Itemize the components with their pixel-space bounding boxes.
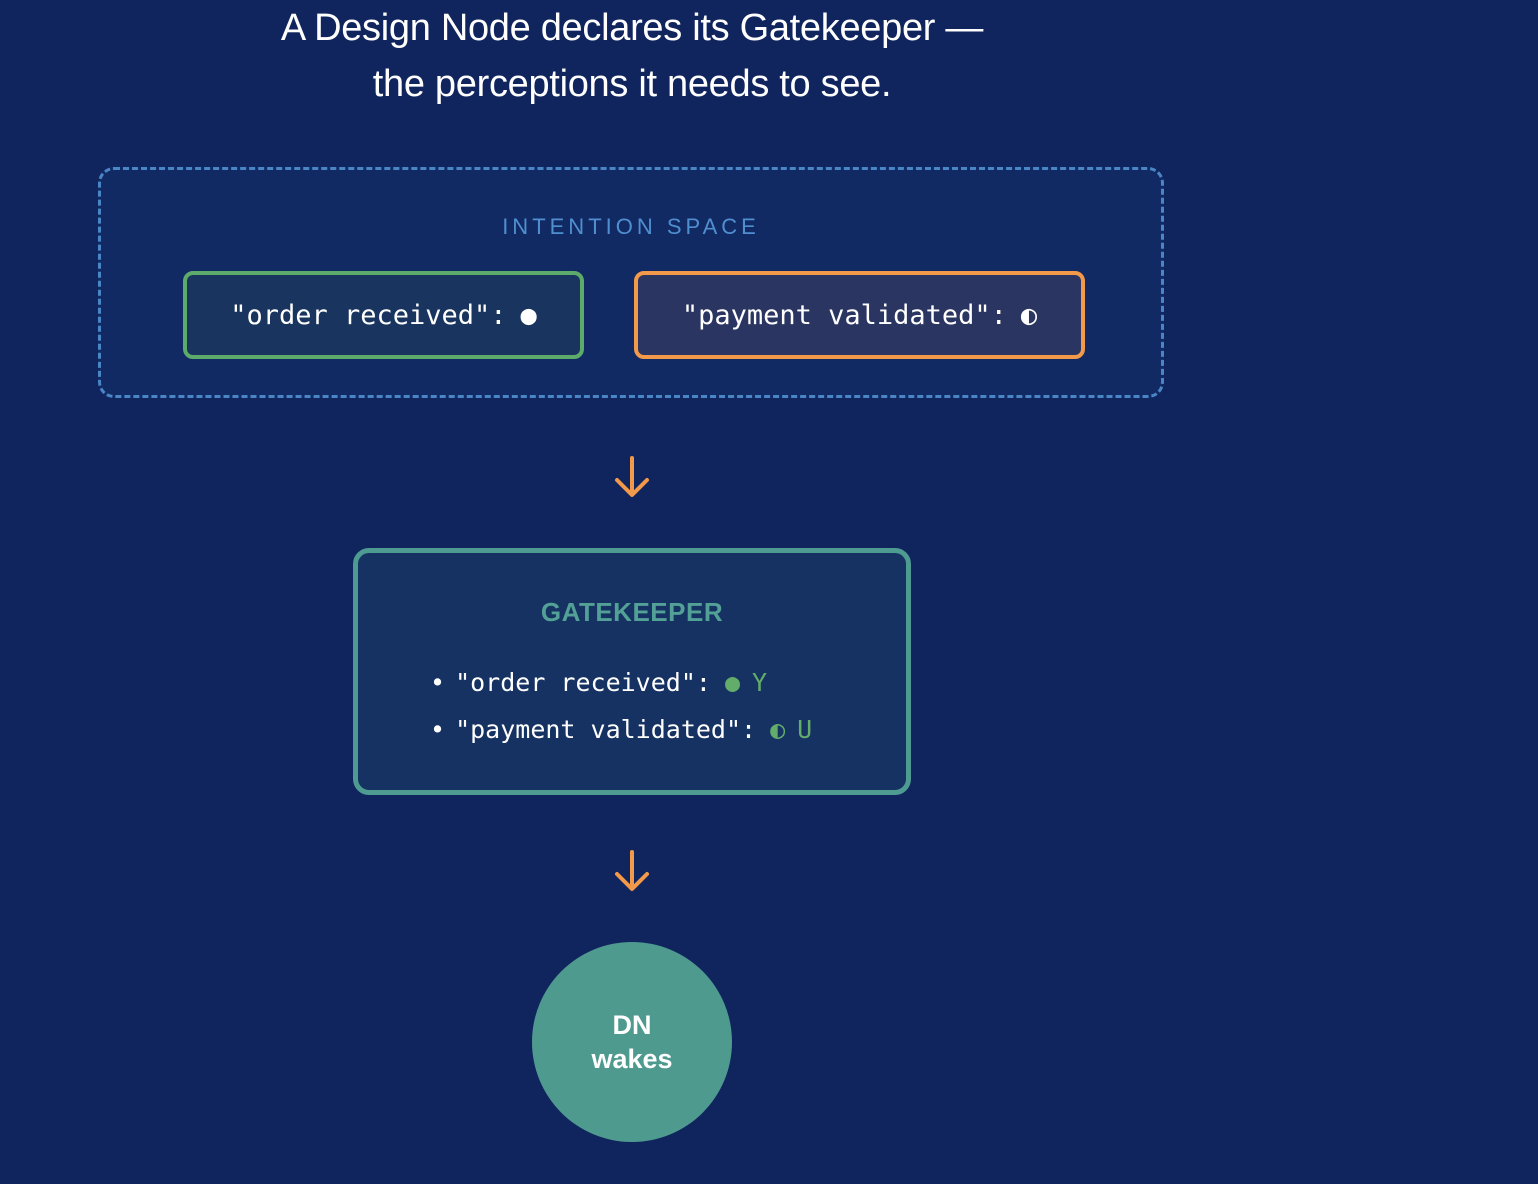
title-line-2: the perceptions it needs to see.: [372, 63, 892, 105]
filled-circle-icon: ●: [520, 299, 537, 331]
intention-space-container: INTENTION SPACE "order received": ● "paym…: [98, 167, 1164, 398]
gatekeeper-title: GATEKEEPER: [540, 597, 724, 627]
diagram-title: A Design Node declares its Gatekeeper — …: [232, 0, 1032, 112]
dn-state-label: wakes: [591, 1044, 673, 1074]
gatekeeper-box: GATEKEEPER • "order received": ● Y • "paymen…: [353, 548, 911, 795]
gatekeeper-item-value: Y: [752, 668, 768, 697]
chip-label: "payment validated":: [681, 299, 1007, 331]
dn-label: DN: [612, 1010, 652, 1040]
gatekeeper-item-payment-validated: • "payment validated": ◐ U: [430, 710, 812, 757]
intention-space-label: INTENTION SPACE: [502, 214, 760, 239]
bullet: •: [430, 668, 446, 697]
chip-label: "order received":: [230, 299, 507, 331]
gatekeeper-item-label: "payment validated":: [455, 715, 757, 744]
gatekeeper-item-value: U: [797, 715, 813, 744]
gatekeeper-item-order-received: • "order received": ● Y: [430, 663, 812, 710]
perception-chip-order-received: "order received": ●: [183, 271, 584, 359]
arrow-down-icon: [615, 456, 649, 497]
gatekeeper-list: • "order received": ● Y • "payment validated…: [430, 663, 812, 757]
filled-circle-icon: ●: [724, 668, 740, 697]
gatekeeper-item-label: "order received":: [455, 668, 711, 697]
half-circle-icon: ◐: [1020, 299, 1038, 331]
bullet: •: [430, 715, 446, 744]
half-circle-icon: ◐: [770, 715, 786, 744]
arrow-down-icon: [615, 850, 649, 891]
perception-chip-payment-validated: "payment validated": ◐: [634, 271, 1085, 359]
design-node-circle: DN wakes: [532, 942, 732, 1142]
title-line-1: A Design Node declares its Gatekeeper —: [280, 7, 984, 49]
